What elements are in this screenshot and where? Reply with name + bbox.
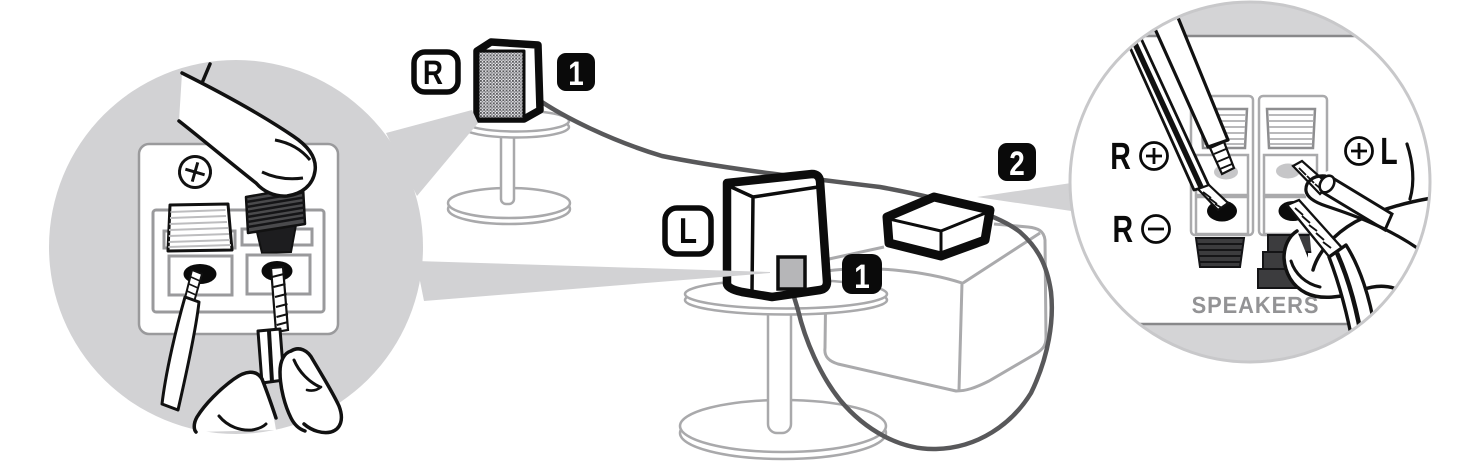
- svg-text:1: 1: [854, 258, 870, 296]
- svg-text:R: R: [1110, 136, 1131, 178]
- svg-text:2: 2: [1009, 145, 1025, 183]
- svg-text:SPEAKERS: SPEAKERS: [1192, 292, 1320, 318]
- svg-text:L: L: [1380, 131, 1397, 173]
- svg-text:L: L: [679, 210, 697, 251]
- svg-text:R: R: [423, 54, 443, 92]
- svg-text:1: 1: [568, 55, 584, 93]
- svg-text:R: R: [1112, 209, 1133, 251]
